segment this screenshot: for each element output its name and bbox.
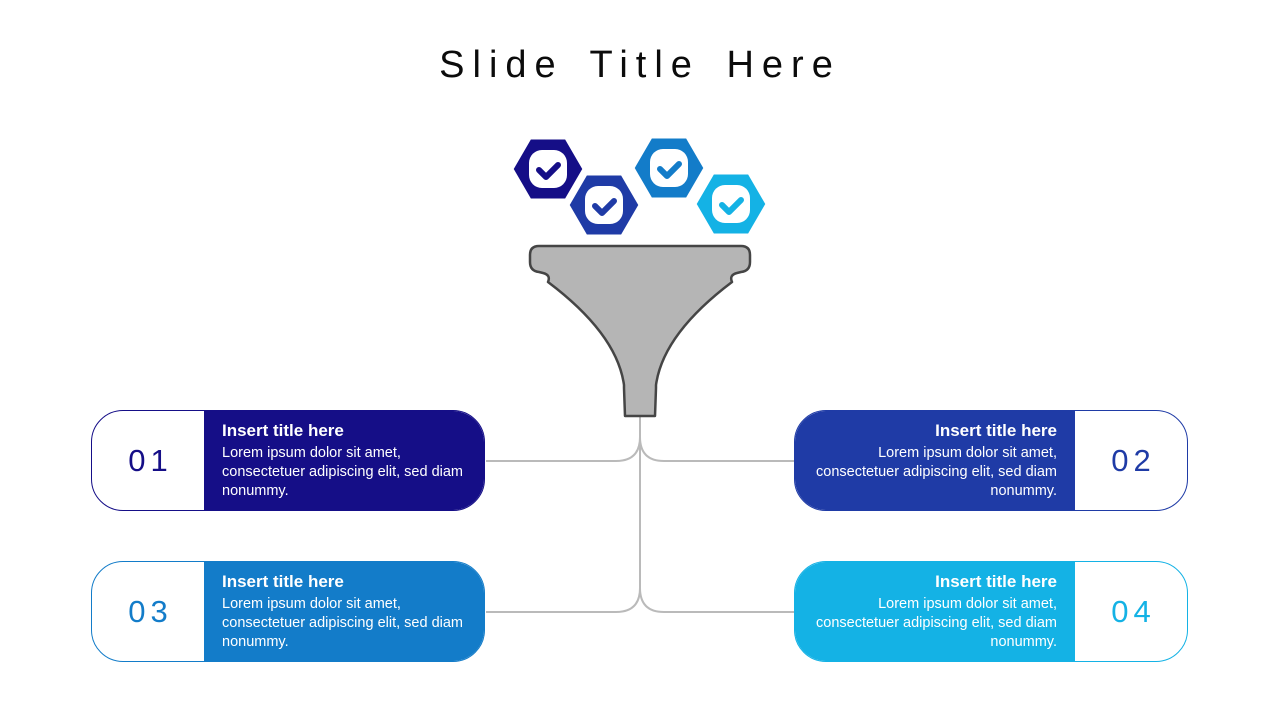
hexagon-4 bbox=[693, 171, 769, 237]
check-icon bbox=[719, 197, 744, 215]
check-badge bbox=[529, 150, 567, 188]
card-description: Lorem ipsum dolor sit amet, consectetuer… bbox=[816, 445, 1057, 499]
card-description: Lorem ipsum dolor sit amet, consectetuer… bbox=[222, 445, 463, 499]
card-body: Insert title here Lorem ipsum dolor sit … bbox=[204, 562, 484, 661]
card-description: Lorem ipsum dolor sit amet, consectetuer… bbox=[816, 596, 1057, 650]
card-03: 03 Insert title here Lorem ipsum dolor s… bbox=[91, 561, 485, 662]
slide-title: Slide Title Here bbox=[439, 44, 841, 86]
connector-branch-top-right bbox=[639, 436, 794, 462]
card-body: Insert title here Lorem ipsum dolor sit … bbox=[795, 411, 1075, 510]
connector-branch-bottom-left bbox=[486, 587, 641, 613]
hexagon-cluster bbox=[510, 135, 769, 238]
check-badge bbox=[585, 186, 623, 224]
connector-branch-top-left bbox=[486, 436, 641, 462]
card-title: Insert title here bbox=[222, 572, 344, 591]
check-icon bbox=[657, 161, 682, 179]
card-01: 01 Insert title here Lorem ipsum dolor s… bbox=[91, 410, 485, 511]
card-description: Lorem ipsum dolor sit amet, consectetuer… bbox=[222, 596, 463, 650]
connector-group bbox=[486, 416, 794, 613]
funnel bbox=[528, 244, 752, 418]
card-number: 03 bbox=[128, 593, 173, 629]
funnel-shape bbox=[528, 244, 752, 418]
check-icon bbox=[536, 162, 561, 180]
card-title: Insert title here bbox=[222, 421, 344, 440]
check-badge bbox=[712, 185, 750, 223]
card-title: Insert title here bbox=[935, 572, 1057, 591]
hexagon-2 bbox=[566, 172, 642, 238]
hexagon-1 bbox=[510, 136, 586, 202]
card-number: 04 bbox=[1111, 593, 1156, 629]
card-number: 01 bbox=[128, 442, 173, 478]
check-badge bbox=[650, 149, 688, 187]
card-04: Insert title here Lorem ipsum dolor sit … bbox=[794, 561, 1188, 662]
card-title: Insert title here bbox=[935, 421, 1057, 440]
card-body: Insert title here Lorem ipsum dolor sit … bbox=[204, 411, 484, 510]
card-02: Insert title here Lorem ipsum dolor sit … bbox=[794, 410, 1188, 511]
card-number: 02 bbox=[1111, 442, 1156, 478]
check-icon bbox=[592, 198, 617, 216]
card-body: Insert title here Lorem ipsum dolor sit … bbox=[795, 562, 1075, 661]
connector-branch-bottom-right bbox=[639, 587, 794, 613]
hexagon-3 bbox=[631, 135, 707, 201]
